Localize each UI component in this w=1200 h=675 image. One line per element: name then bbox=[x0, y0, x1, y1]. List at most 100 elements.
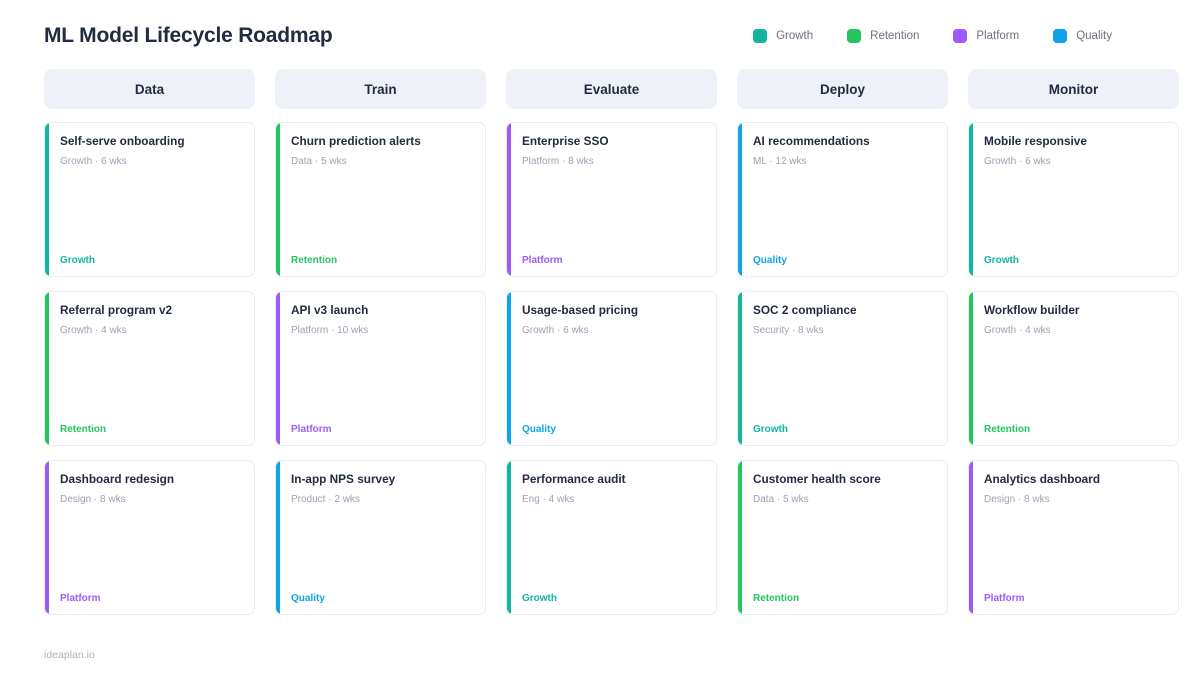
legend-swatch-icon bbox=[847, 29, 862, 43]
card-meta: Growth · 6 wks bbox=[522, 324, 589, 336]
legend-item-retention[interactable]: Retention bbox=[847, 29, 919, 43]
card-meta: Security · 8 wks bbox=[753, 324, 824, 336]
legend-item-growth[interactable]: Growth bbox=[753, 29, 813, 43]
card-title: Customer health score bbox=[753, 472, 881, 486]
legend-swatch-icon bbox=[1053, 29, 1068, 43]
legend-item-quality[interactable]: Quality bbox=[1053, 29, 1112, 43]
card-accent-bar bbox=[738, 292, 742, 445]
card-meta: Platform · 10 wks bbox=[291, 324, 369, 336]
card-meta: Data · 5 wks bbox=[291, 155, 347, 167]
card-meta: Platform · 8 wks bbox=[522, 155, 594, 167]
card-tag[interactable]: Growth bbox=[984, 255, 1019, 266]
column-header[interactable]: Monitor bbox=[968, 69, 1179, 109]
page-title: ML Model Lifecycle Roadmap bbox=[44, 24, 333, 47]
card-spacer bbox=[291, 506, 472, 594]
card-tag[interactable]: Platform bbox=[984, 593, 1025, 604]
card-tag[interactable]: Retention bbox=[60, 424, 107, 435]
card-title: Mobile responsive bbox=[984, 134, 1087, 148]
card-spacer bbox=[984, 506, 1165, 594]
legend: Growth Retention Platform Quality bbox=[753, 29, 1156, 43]
legend-label: Growth bbox=[776, 30, 814, 42]
card-tag[interactable]: Growth bbox=[522, 593, 557, 604]
card-spacer bbox=[753, 168, 934, 256]
card-accent-bar bbox=[507, 461, 511, 614]
card-accent-bar bbox=[45, 461, 49, 614]
column-header[interactable]: Deploy bbox=[737, 69, 948, 109]
card-accent-bar bbox=[507, 123, 511, 276]
card-meta: Design · 8 wks bbox=[60, 493, 126, 505]
card-tag[interactable]: Quality bbox=[753, 255, 787, 266]
card-tag[interactable]: Platform bbox=[522, 255, 563, 266]
card-tag[interactable]: Quality bbox=[291, 593, 325, 604]
column-header[interactable]: Data bbox=[44, 69, 255, 109]
card-spacer bbox=[291, 337, 472, 425]
card-spacer bbox=[60, 506, 241, 594]
card-meta: Growth · 6 wks bbox=[60, 155, 127, 167]
card-tag[interactable]: Growth bbox=[753, 424, 788, 435]
card-accent-bar bbox=[507, 292, 511, 445]
card-spacer bbox=[753, 337, 934, 425]
column-header[interactable]: Train bbox=[275, 69, 486, 109]
card-spacer bbox=[984, 168, 1165, 256]
legend-label: Platform bbox=[976, 30, 1020, 42]
legend-item-platform[interactable]: Platform bbox=[953, 29, 1019, 43]
card-meta: ML · 12 wks bbox=[753, 155, 807, 167]
card-tag[interactable]: Retention bbox=[984, 424, 1031, 435]
card-title: Self-serve onboarding bbox=[60, 134, 185, 148]
card-title: Performance audit bbox=[522, 472, 626, 486]
card-title: Dashboard redesign bbox=[60, 472, 175, 486]
card-tag[interactable]: Retention bbox=[753, 593, 800, 604]
card-tag[interactable]: Platform bbox=[291, 424, 332, 435]
card-meta: Eng · 4 wks bbox=[522, 493, 575, 505]
card-spacer bbox=[291, 168, 472, 256]
card-spacer bbox=[522, 168, 703, 256]
card-spacer bbox=[753, 506, 934, 594]
card-spacer bbox=[522, 337, 703, 425]
card-title: Analytics dashboard bbox=[984, 472, 1101, 486]
card-accent-bar bbox=[969, 292, 973, 445]
card-tag[interactable]: Quality bbox=[522, 424, 556, 435]
card-accent-bar bbox=[45, 292, 49, 445]
card-spacer bbox=[984, 337, 1165, 425]
card-title: Workflow builder bbox=[984, 303, 1080, 317]
card-accent-bar bbox=[738, 461, 742, 614]
card-accent-bar bbox=[969, 123, 973, 276]
card-spacer bbox=[60, 168, 241, 256]
footer-brand: ideaplan.io bbox=[44, 649, 95, 661]
card-title: Usage-based pricing bbox=[522, 303, 639, 317]
card-meta: Design · 8 wks bbox=[984, 493, 1050, 505]
column-header[interactable]: Evaluate bbox=[506, 69, 717, 109]
card-title: Referral program v2 bbox=[60, 303, 173, 317]
card-accent-bar bbox=[276, 461, 280, 614]
page-header: ML Model Lifecycle Roadmap Growth Retenti… bbox=[44, 0, 1156, 62]
legend-label: Retention bbox=[870, 30, 920, 42]
legend-swatch-icon bbox=[953, 29, 968, 43]
card-tag[interactable]: Retention bbox=[291, 255, 338, 266]
legend-swatch-icon bbox=[753, 29, 768, 43]
card-tag[interactable]: Growth bbox=[60, 255, 95, 266]
card-accent-bar bbox=[969, 461, 973, 614]
card-meta: Growth · 6 wks bbox=[984, 155, 1051, 167]
card-tag[interactable]: Platform bbox=[60, 593, 101, 604]
card-meta: Growth · 4 wks bbox=[984, 324, 1051, 336]
card-title: AI recommendations bbox=[753, 134, 870, 148]
